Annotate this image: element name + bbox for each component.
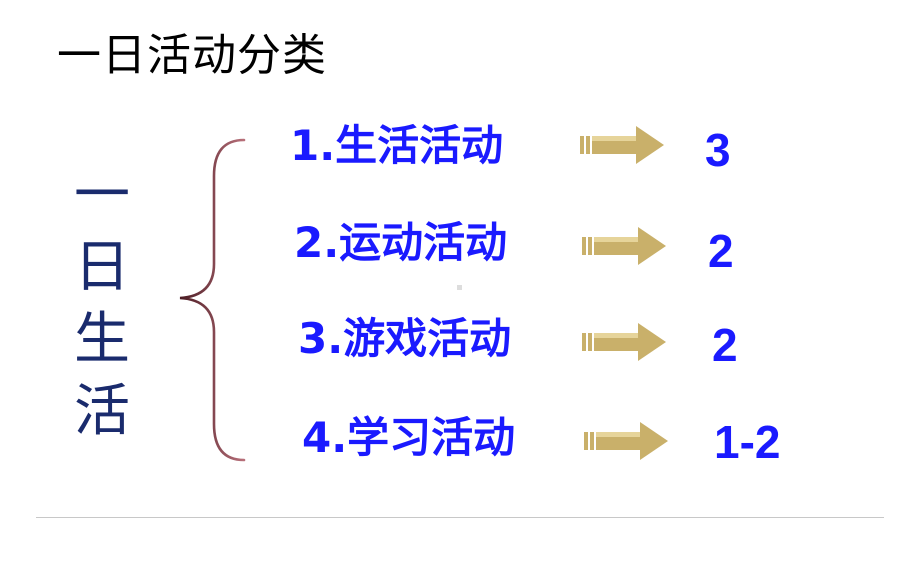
divider: [36, 517, 884, 518]
vertical-label: 一 日 生 活: [70, 160, 134, 448]
vertical-char: 日: [74, 235, 130, 300]
vertical-char: 一: [74, 163, 130, 228]
right-arrow-icon: [580, 126, 664, 164]
right-arrow-icon: [582, 323, 666, 361]
vertical-char: 生: [74, 307, 130, 372]
item-value: 2: [708, 225, 734, 277]
vertical-char: 活: [74, 379, 130, 444]
page-title: 一日活动分类: [57, 30, 327, 81]
right-arrow-icon: [582, 227, 666, 265]
item-value: 1-2: [714, 416, 781, 468]
item-label: 3.游戏活动: [298, 314, 512, 363]
right-arrow-icon: [584, 422, 668, 460]
list-item: 1.生活活动 3: [290, 116, 770, 176]
decorative-dot: [457, 285, 462, 290]
item-value: 2: [712, 319, 738, 371]
list-item: 3.游戏活动 2: [298, 309, 778, 371]
item-label: 1.生活活动: [290, 121, 504, 170]
curly-brace-icon: [179, 138, 246, 462]
item-label: 4.学习活动: [302, 413, 516, 462]
item-value: 3: [705, 124, 731, 176]
list-item: 2.运动活动 2: [294, 213, 774, 277]
list-item: 4.学习活动 1-2: [302, 408, 822, 468]
item-label: 2.运动活动: [294, 218, 508, 267]
